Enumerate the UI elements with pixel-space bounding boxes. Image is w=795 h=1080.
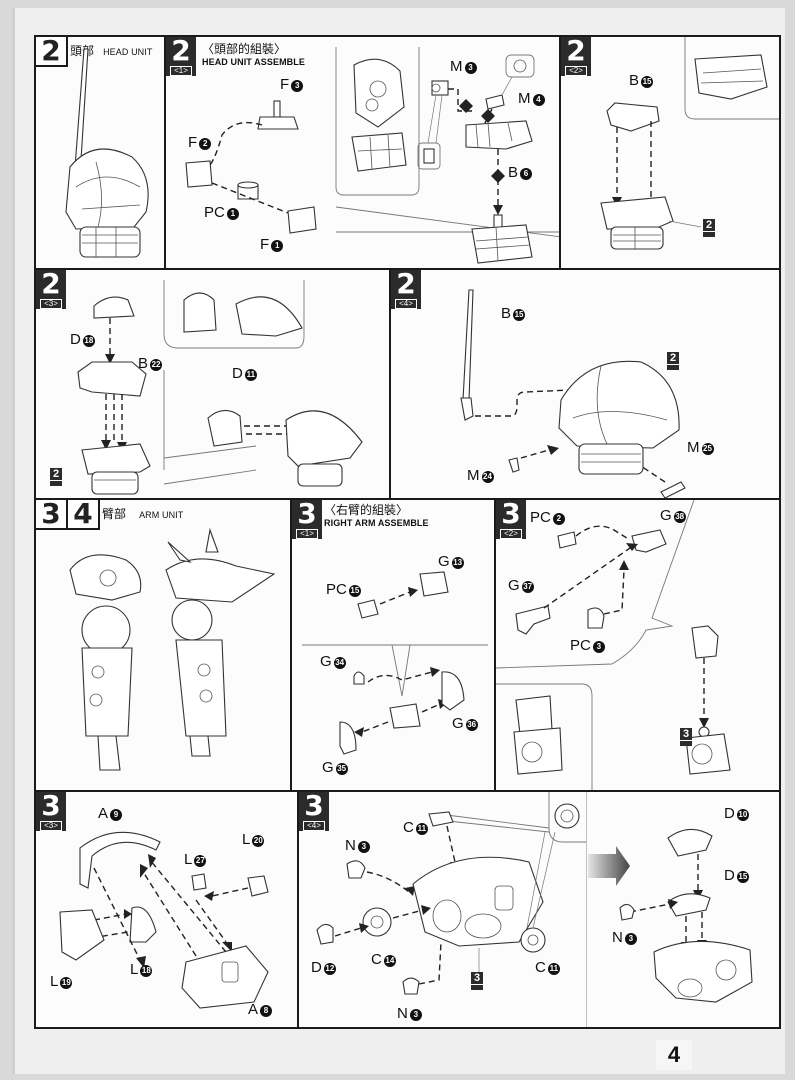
step-badge: 3<3> bbox=[36, 792, 66, 831]
page-number: 4 bbox=[656, 1040, 692, 1070]
section-title: 〈右臂的組裝〉 RIGHT ARM ASSEMBLE bbox=[324, 503, 429, 529]
right-arm-1-illustration bbox=[302, 571, 488, 755]
next-step-arrow bbox=[588, 846, 630, 886]
step-reference-badge: 2 bbox=[50, 468, 62, 486]
instruction-sheet: 2 頭部 HEAD UNIT 2<1> 〈頭部的組裝〉 HEAD UNIT AS… bbox=[34, 35, 781, 1029]
right-arm-2-illustration bbox=[496, 500, 731, 790]
head-unit-illustration bbox=[65, 48, 149, 258]
section-title: 〈頭部的組裝〉 HEAD UNIT ASSEMBLE bbox=[202, 42, 305, 68]
head-assemble-1-illustration bbox=[185, 47, 559, 264]
head-assemble-4-illustration bbox=[460, 289, 686, 498]
step-badge: 2<2> bbox=[561, 37, 591, 76]
step-badge: 2 bbox=[36, 37, 68, 67]
step-badge: 3 4 bbox=[36, 500, 100, 530]
step-reference-badge: 3 bbox=[471, 972, 483, 990]
panel-head-assemble-1: 2<1> 〈頭部的組裝〉 HEAD UNIT ASSEMBLE bbox=[166, 37, 561, 270]
right-arm-3-illustration bbox=[59, 831, 269, 1009]
step-reference-badge: 2 bbox=[703, 219, 715, 237]
step-badge: 3<4> bbox=[299, 792, 329, 831]
step-badge: 2<1> bbox=[166, 37, 196, 76]
head-assemble-2-illustration bbox=[600, 37, 779, 250]
right-arm-4-illustration bbox=[316, 792, 586, 995]
head-assemble-3-illustration bbox=[77, 280, 363, 495]
step-reference-badge: 2 bbox=[667, 352, 679, 370]
arm-unit-illustration bbox=[69, 527, 276, 771]
panel-arm-unit: 3 4 臂部 ARM UNIT bbox=[36, 500, 292, 792]
right-arm-5-illustration bbox=[586, 792, 753, 1027]
panel-head-unit: 2 頭部 HEAD UNIT bbox=[36, 37, 166, 270]
section-title: 臂部 ARM UNIT bbox=[102, 507, 184, 521]
step-badge: 2<3> bbox=[36, 270, 66, 309]
step-badge: 3<1> bbox=[292, 500, 322, 539]
step-badge: 3<2> bbox=[496, 500, 526, 539]
step-badge: 2<4> bbox=[391, 270, 421, 309]
step-reference-badge: 3 bbox=[680, 728, 692, 746]
